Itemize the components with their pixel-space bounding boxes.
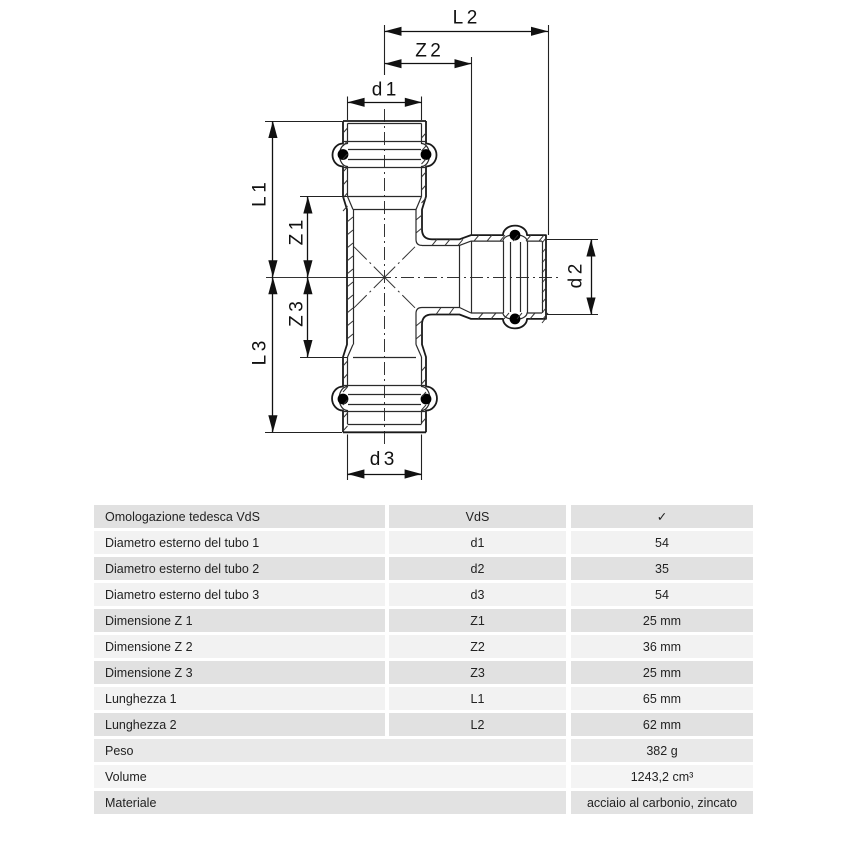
svg-text:Z2: Z2 xyxy=(415,41,444,62)
svg-text:d3: d3 xyxy=(370,449,398,470)
svg-text:L2: L2 xyxy=(453,8,481,29)
svg-text:Z1: Z1 xyxy=(287,216,308,245)
svg-text:d2: d2 xyxy=(566,260,587,288)
svg-text:L1: L1 xyxy=(250,179,271,207)
svg-text:d1: d1 xyxy=(372,79,400,100)
svg-text:L3: L3 xyxy=(250,337,271,365)
svg-text:Z3: Z3 xyxy=(287,298,308,327)
